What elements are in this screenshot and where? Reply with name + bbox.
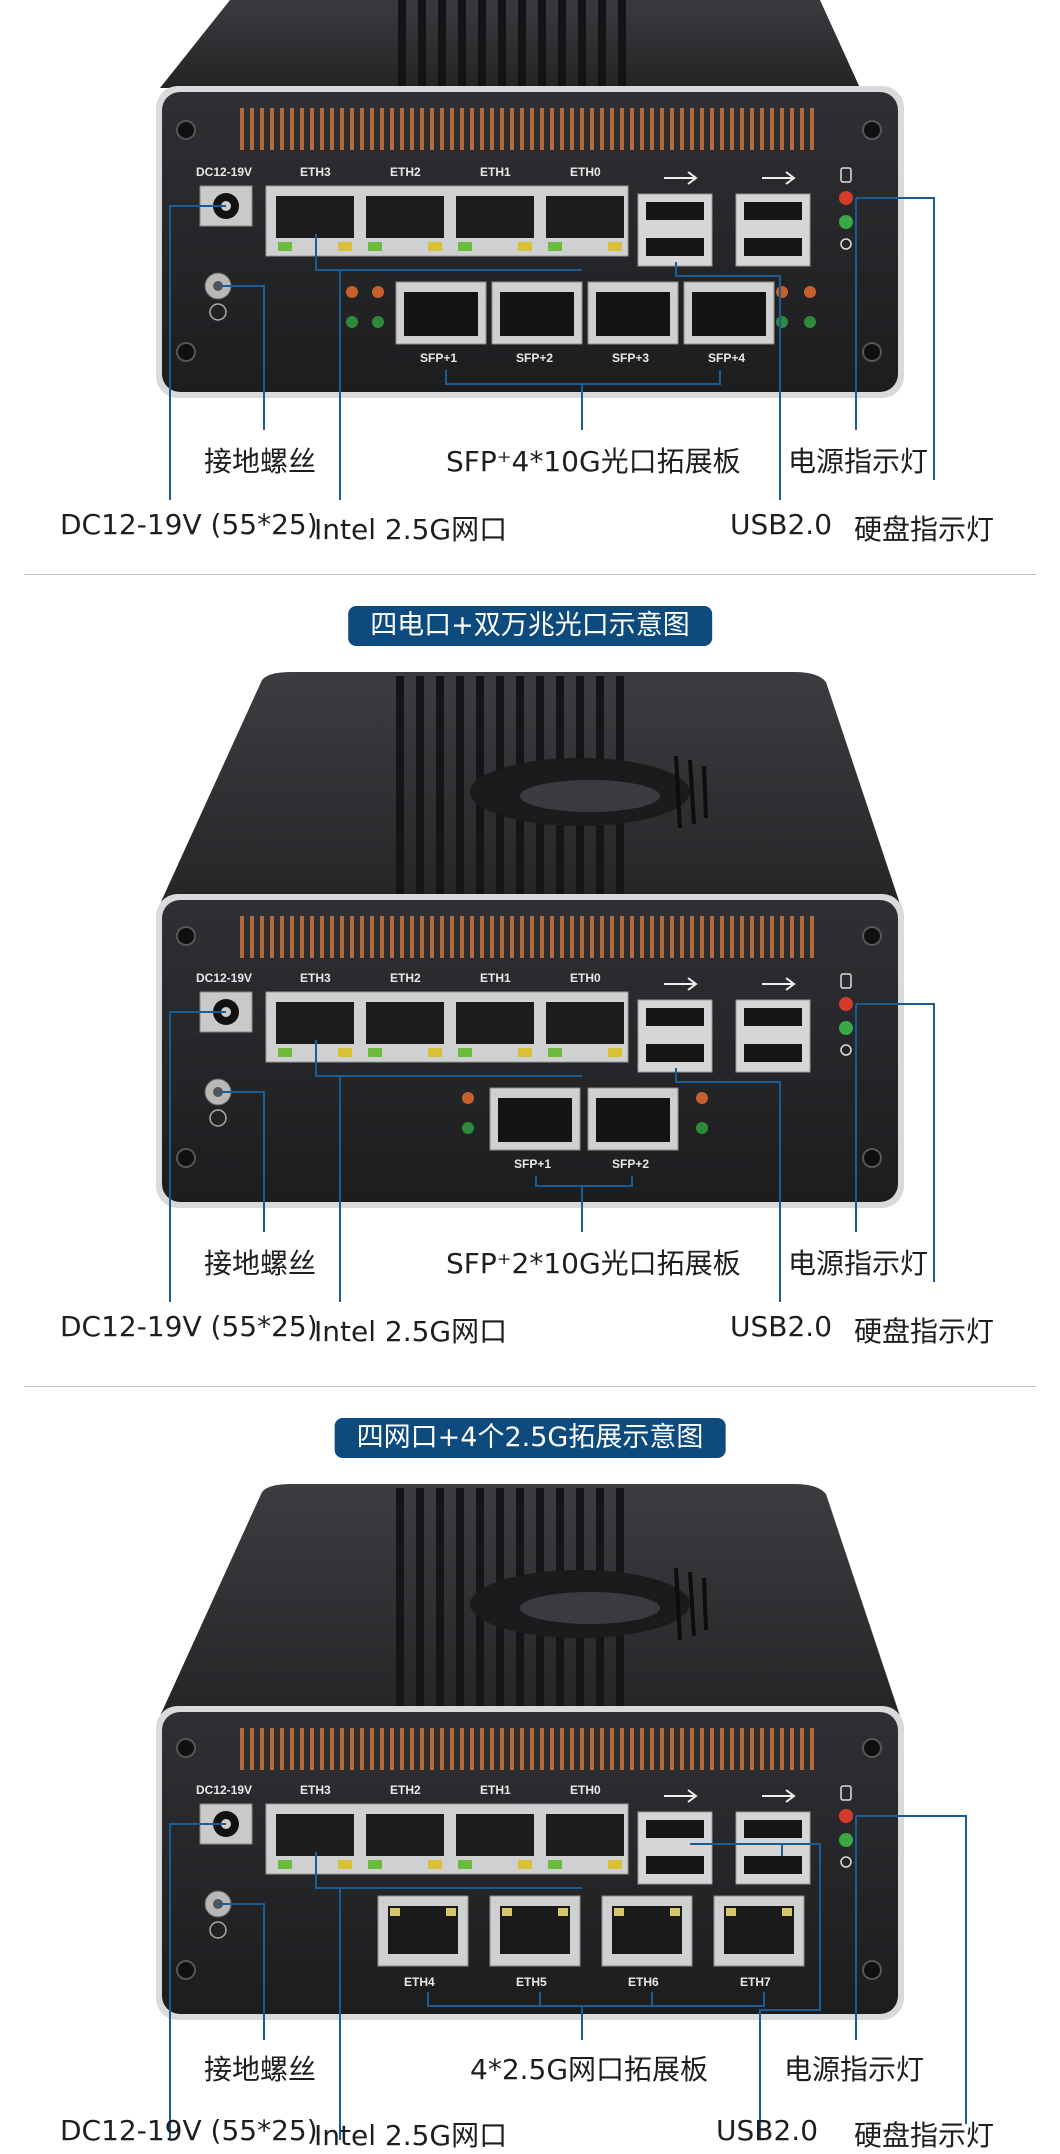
callout-dc-input: DC12-19V (55*25) (60, 508, 318, 541)
callout-ground-screw: 接地螺丝 (204, 2053, 317, 2086)
callout-expansion-board: SFP⁺4*10G光口拓展板 (446, 445, 741, 478)
device-sfp2-diagram: DC12-19V ETH3 ETH2 ETH1 ETH0 (156, 672, 935, 1302)
section-title: 四网口+4个2.5G拓展示意图 (334, 1418, 726, 1458)
sfp2-label: SFP+2 (612, 1157, 649, 1171)
callout-usb: USB2.0 (716, 2114, 819, 2147)
eth3-label: ETH3 (300, 165, 331, 179)
callout-intel-lan: Intel 2.5G网口 (314, 513, 508, 546)
callout-expansion-board: 4*2.5G网口拓展板 (470, 2053, 709, 2086)
eth1-label: ETH1 (480, 971, 511, 985)
eth6-label: ETH6 (628, 1975, 659, 1989)
callout-usb: USB2.0 (730, 508, 833, 541)
eth3-label: ETH3 (300, 1783, 331, 1797)
sfp1-label: SFP+1 (420, 351, 457, 365)
section-sfp2: 四电口+双万兆光口示意图 (0, 606, 1060, 1366)
section-eth4: 四网口+4个2.5G拓展示意图 (0, 1418, 1060, 2152)
callout-intel-lan: Intel 2.5G网口 (314, 2119, 508, 2152)
eth7-label: ETH7 (740, 1975, 771, 1989)
callout-hdd-led: 硬盘指示灯 (854, 513, 995, 546)
callout-hdd-led: 硬盘指示灯 (854, 1315, 995, 1348)
section-title: 四电口+双万兆光口示意图 (348, 606, 712, 646)
device-eth4-diagram: DC12-19V ETH3 ETH2 ETH1 ETH0 (156, 1484, 967, 2140)
callout-dc-input: DC12-19V (55*25) (60, 2114, 318, 2147)
eth2-label: ETH2 (390, 1783, 421, 1797)
eth5-label: ETH5 (516, 1975, 547, 1989)
callout-power-led: 电源指示灯 (788, 1247, 929, 1280)
eth2-label: ETH2 (390, 165, 421, 179)
device-sfp4-diagram: DC12-19V ETH3 ETH2 ETH1 ETH0 (156, 0, 935, 500)
eth0-label: ETH0 (570, 1783, 601, 1797)
eth1-label: ETH1 (480, 165, 511, 179)
callout-hdd-led: 硬盘指示灯 (854, 2119, 995, 2152)
eth2-label: ETH2 (390, 971, 421, 985)
eth0-label: ETH0 (570, 165, 601, 179)
callout-dc-input: DC12-19V (55*25) (60, 1310, 318, 1343)
sfp2-label: SFP+2 (516, 351, 553, 365)
section-sfp4: DC12-19V ETH3 ETH2 ETH1 ETH0 (0, 0, 1060, 560)
sfp4-label: SFP+4 (708, 351, 745, 365)
dc-port-label: DC12-19V (196, 165, 252, 179)
divider-2 (24, 1386, 1036, 1387)
eth0-label: ETH0 (570, 971, 601, 985)
sfp1-label: SFP+1 (514, 1157, 551, 1171)
divider-1 (24, 574, 1036, 575)
callout-usb: USB2.0 (730, 1310, 833, 1343)
sfp3-label: SFP+3 (612, 351, 649, 365)
callout-expansion-board: SFP⁺2*10G光口拓展板 (446, 1247, 741, 1280)
callout-ground-screw: 接地螺丝 (204, 445, 317, 478)
eth4-label: ETH4 (404, 1975, 435, 1989)
eth3-label: ETH3 (300, 971, 331, 985)
dc-port-label: DC12-19V (196, 1783, 252, 1797)
eth1-label: ETH1 (480, 1783, 511, 1797)
callout-power-led: 电源指示灯 (788, 445, 929, 478)
callout-ground-screw: 接地螺丝 (204, 1247, 317, 1280)
dc-port-label: DC12-19V (196, 971, 252, 985)
callout-intel-lan: Intel 2.5G网口 (314, 1315, 508, 1348)
callout-power-led: 电源指示灯 (784, 2053, 925, 2086)
